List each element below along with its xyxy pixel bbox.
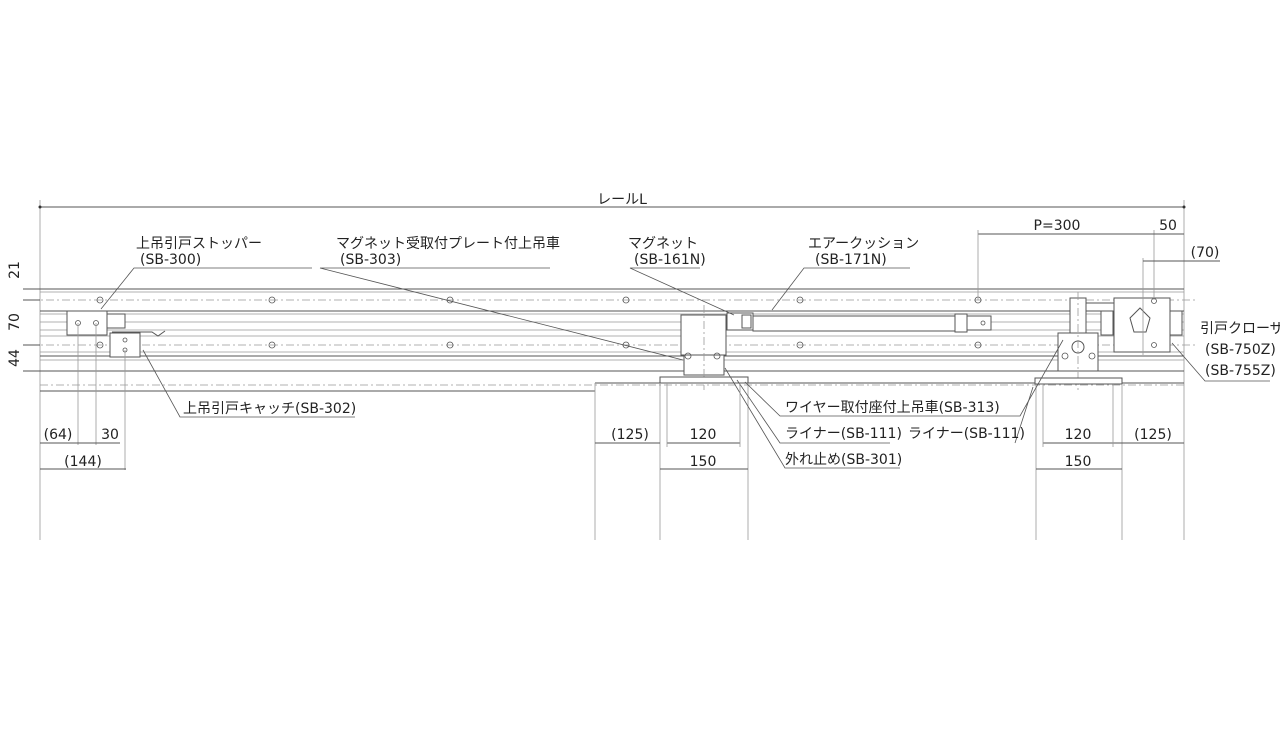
door-closer-part <box>1100 230 1183 355</box>
right-bottom-dimensions: 120 (125) 150 <box>1036 384 1184 470</box>
dim-44: 44 <box>7 349 23 367</box>
dim-70: 70 <box>7 313 23 331</box>
derail-stop-label: 外れ止め(SB-301) <box>785 452 902 468</box>
right-top-dimensions: P=300 50 (70) <box>977 218 1220 300</box>
dim-50: 50 <box>1159 218 1177 234</box>
dim-150-center: 150 <box>690 454 717 470</box>
dim-21: 21 <box>7 261 23 279</box>
liner-label-1: ライナー(SB-111) <box>785 426 902 442</box>
dim-144: (144) <box>64 454 102 470</box>
closer-code-1: (SB-750Z) <box>1205 342 1276 358</box>
dim-120-right: 120 <box>1065 427 1092 443</box>
dim-120-center: 120 <box>690 427 717 443</box>
liner-part-center <box>659 376 749 540</box>
magnet-code: (SB-161N) <box>634 252 706 268</box>
closer-label: 引戸クローザー <box>1200 321 1280 337</box>
left-bottom-dimensions: (64) 30 (144) <box>40 323 126 470</box>
wire-carriage-part <box>1057 292 1114 390</box>
dim-64: (64) <box>44 427 73 443</box>
stopper-code: (SB-300) <box>140 252 201 268</box>
magnet-plate-carriage-part <box>680 305 727 390</box>
center-bottom-dimensions: (125) 120 150 <box>595 383 748 470</box>
rail-length-dimension: レールL <box>38 192 1186 540</box>
magnet-plate-carriage-code: (SB-303) <box>340 252 401 268</box>
air-cushion-part <box>752 313 992 333</box>
door-stopper-part <box>66 310 126 336</box>
rail-length-label: レールL <box>597 192 647 208</box>
catch-label: 上吊引戸キャッチ(SB-302) <box>183 401 356 417</box>
left-vertical-dimensions: 21 70 44 <box>7 261 40 372</box>
dim-125-center: (125) <box>611 427 649 443</box>
magnet-plate-carriage-label: マグネット受取付プレート付上吊車 <box>336 235 560 252</box>
air-cushion-label: エアークッション <box>808 236 919 252</box>
wire-carriage-label: ワイヤー取付座付上吊車(SB-313) <box>785 399 1000 416</box>
door-catch-part <box>109 330 166 358</box>
liner-part-right <box>1034 377 1123 540</box>
dim-70-right: (70) <box>1191 245 1220 261</box>
leader-lines <box>100 267 1270 469</box>
dim-p300: P=300 <box>1034 218 1081 234</box>
magnet-part <box>726 312 754 331</box>
stopper-label: 上吊引戸ストッパー <box>136 236 262 252</box>
air-cushion-code: (SB-171N) <box>815 252 887 268</box>
liner-label-2: ライナー(SB-111) <box>908 426 1025 442</box>
dim-125-right: (125) <box>1134 427 1172 443</box>
dim-150-right: 150 <box>1065 454 1092 470</box>
closer-code-2: (SB-755Z) <box>1205 363 1276 379</box>
dim-30: 30 <box>101 427 119 443</box>
magnet-label: マグネット <box>628 236 698 252</box>
